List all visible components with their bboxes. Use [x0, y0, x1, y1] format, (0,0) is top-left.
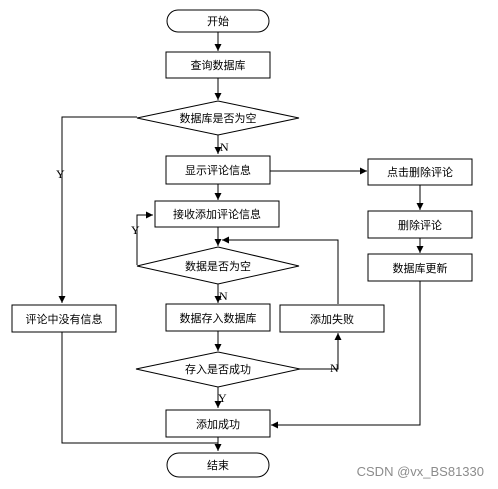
edge-update-to-success [271, 281, 421, 429]
node-data-empty: 数据是否为空 [136, 246, 300, 285]
watermark: CSDN @vx_BS81330 [357, 464, 484, 479]
node-store-data: 数据存入数据库 [165, 303, 271, 332]
node-click-delete-label: 点击删除评论 [387, 165, 453, 179]
node-no-comments: 评论中没有信息 [11, 304, 117, 333]
node-query-db: 查询数据库 [165, 51, 271, 79]
edge-fail-to-loop [222, 236, 339, 304]
node-end-label: 结束 [207, 459, 229, 472]
node-query-db-label: 查询数据库 [191, 58, 246, 72]
node-show-comments: 显示评论信息 [165, 155, 271, 185]
edge-labels: N Y Y N N Y [56, 140, 339, 405]
node-receive-add-label: 接收添加评论信息 [173, 207, 261, 221]
node-store-ok: 存入是否成功 [135, 351, 301, 388]
node-db-update-label: 数据库更新 [393, 261, 448, 275]
node-delete-comment-label: 删除评论 [398, 218, 442, 232]
node-end: 结束 [166, 452, 270, 478]
edge-dataempty-yes [136, 211, 153, 265]
node-store-ok-label: 存入是否成功 [185, 362, 251, 376]
node-data-empty-label: 数据是否为空 [185, 259, 251, 273]
edge-dbempty-yes [58, 116, 137, 303]
node-start: 开始 [166, 9, 270, 33]
node-delete-comment: 删除评论 [367, 210, 473, 239]
node-start-label: 开始 [207, 14, 229, 28]
node-click-delete: 点击删除评论 [367, 158, 473, 186]
node-add-fail: 添加失败 [279, 304, 385, 333]
node-add-success: 添加成功 [165, 409, 271, 438]
node-receive-add: 接收添加评论信息 [154, 200, 280, 228]
edge-nocomments-to-end [61, 332, 218, 444]
node-db-empty-label: 数据库是否为空 [180, 111, 257, 125]
node-add-success-label: 添加成功 [196, 417, 240, 431]
node-add-fail-label: 添加失败 [310, 312, 354, 326]
node-db-empty: 数据库是否为空 [136, 100, 300, 136]
label-dataempty-no: N [219, 289, 228, 303]
node-no-comments-label: 评论中没有信息 [26, 312, 103, 326]
label-storeok-no: N [330, 361, 339, 375]
node-db-update: 数据库更新 [367, 253, 473, 282]
label-dataempty-yes: Y [131, 223, 140, 237]
label-dbempty-yes: Y [56, 167, 65, 181]
node-show-comments-label: 显示评论信息 [185, 163, 251, 177]
node-store-data-label: 数据存入数据库 [180, 311, 257, 325]
label-dbempty-no: N [220, 140, 229, 154]
connectors [58, 32, 424, 451]
edge-storeok-no [300, 333, 342, 370]
label-storeok-yes: Y [218, 391, 227, 405]
